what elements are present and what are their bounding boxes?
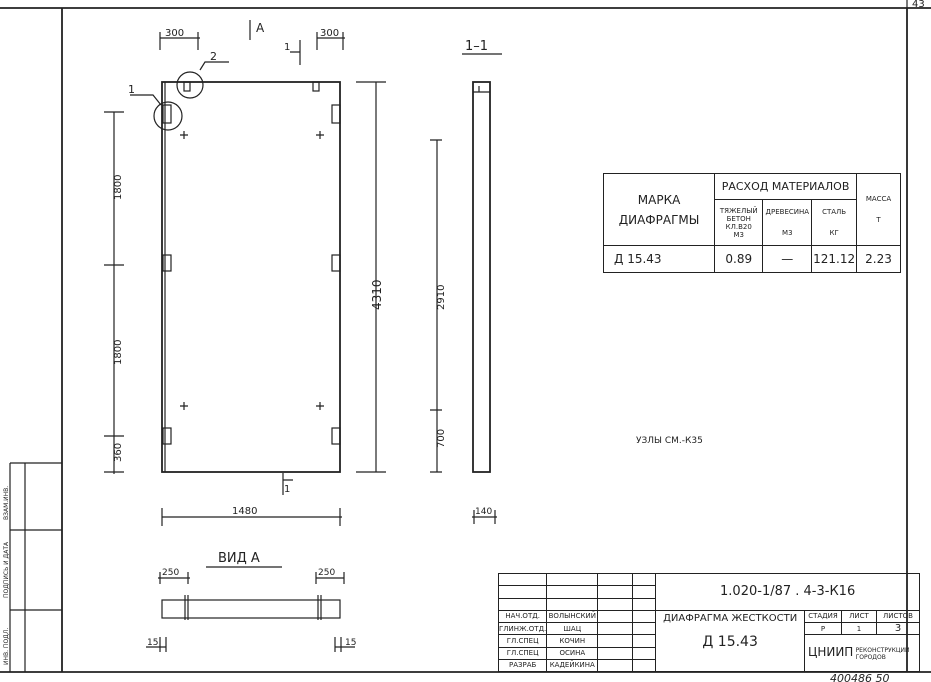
dim-700: 700: [436, 429, 447, 448]
col-mark: МАРКА ДИАФРАГМЫ: [602, 173, 716, 246]
dim-top-left: 300: [165, 28, 184, 39]
section-title: 1–1: [465, 39, 488, 54]
table-row: Д 15.43 0.89 — 121.12 2.23: [602, 245, 901, 273]
dim-140: 140: [475, 507, 492, 517]
dim-250-right: 250: [318, 568, 335, 578]
svg-text:ПОДПИСЬ И ДАТА: ПОДПИСЬ И ДАТА: [3, 541, 10, 598]
dim-top-right: 300: [320, 28, 339, 39]
svg-text:ИНВ. ПОДЛ.: ИНВ. ПОДЛ.: [3, 628, 10, 665]
view-arrow-label: А: [256, 21, 265, 35]
dim-250-left: 250: [162, 568, 179, 578]
title-block: 1.020-1/87 . 4-3-К16 НАЧ.ОТД.ВОЛЫНСКИЙ Д…: [497, 572, 920, 673]
callout-2: 2: [210, 50, 217, 63]
callout-1: 1: [128, 83, 135, 96]
col-wood: ДРЕВЕСИНА: [765, 208, 810, 216]
panel-elevation: [130, 61, 341, 473]
dim-1480: 1480: [232, 506, 257, 517]
dim-360: 360: [113, 443, 124, 462]
nodes-note: УЗЛЫ СМ.-К35: [636, 436, 703, 446]
dim-2910: 2910: [436, 285, 447, 310]
dim-15-left: 15: [147, 638, 158, 648]
dim-1800-bottom: 1800: [113, 340, 124, 365]
section-mark-bottom: 1: [284, 484, 290, 495]
dim-15-right: 15: [345, 638, 356, 648]
section-1-1: [430, 81, 497, 524]
section-mark-top: 1: [284, 42, 290, 53]
org-sub: РЕКОНСТРУКЦИИ ГОРОДОВ: [855, 647, 910, 662]
col-concrete: ТЯЖЕЛЫЙ БЕТОН КЛ.В20: [719, 206, 758, 231]
drawing-code: 1.020-1/87 . 4-3-К16: [655, 573, 920, 611]
dim-4310: 4310: [370, 279, 384, 310]
col-group: РАСХОД МАТЕРИАЛОВ: [714, 173, 858, 200]
view-a-title: ВИД А: [218, 551, 260, 566]
drawing-name: ДИАФРАГМА ЖЕСТКОСТИ: [663, 612, 798, 624]
dim-1800-top: 1800: [113, 175, 124, 200]
page-number: 43: [912, 0, 925, 10]
archive-number: 400486 50: [830, 672, 890, 682]
side-stamp: ИНВ. ПОДЛ. ПОДПИСЬ И ДАТА ВЗАМ.ИНВ.: [3, 462, 62, 672]
view-a: [146, 572, 355, 652]
org-name: ЦНИИП: [808, 645, 854, 660]
drawing-mark: Д 15.43: [702, 633, 758, 650]
col-steel: СТАЛЬ: [822, 208, 847, 216]
svg-text:ВЗАМ.ИНВ.: ВЗАМ.ИНВ.: [3, 486, 10, 520]
